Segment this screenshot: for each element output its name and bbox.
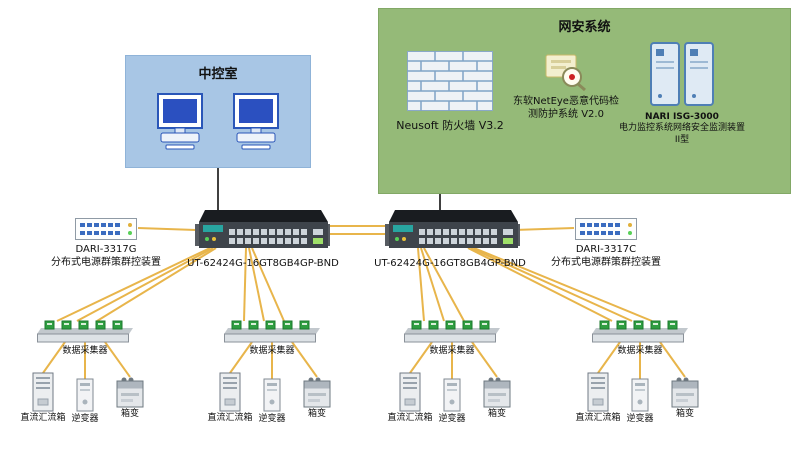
wire-switch2-collector3 — [417, 247, 465, 322]
collector-label: 数据采集器 — [617, 346, 663, 356]
data-collector-icon — [404, 320, 500, 344]
firewall-label: Neusoft 防火墙 V3.2 — [396, 119, 504, 132]
inverter-icon — [631, 378, 649, 412]
data-collector-icon — [37, 320, 133, 344]
combiner-label: 直流汇流箱 — [575, 413, 621, 423]
wire-switch1-collector2 — [243, 247, 285, 322]
inverter-label: 逆变器 — [71, 414, 99, 424]
wire-collector3-devices — [409, 341, 498, 379]
collector-label: 数据采集器 — [62, 346, 108, 356]
switch-1-label: UT-62424G-16GT8GB4GP-BND — [187, 258, 339, 269]
backbone-wires — [217, 166, 441, 212]
wire-collector4-devices — [597, 341, 686, 379]
transformer-label: 箱变 — [307, 409, 326, 419]
dc-combiner-icon — [399, 372, 421, 412]
nari-title: NARI ISG-3000 — [645, 112, 719, 122]
control-room-title: 中控室 — [198, 67, 238, 82]
collector-label: 数据采集器 — [429, 346, 475, 356]
transformer-label: 箱变 — [675, 409, 694, 419]
wire-switch2-dari-right — [513, 227, 575, 231]
inverter-icon — [76, 378, 94, 412]
wire-switch1-collector1 — [56, 247, 217, 322]
dari-controller-left-label: DARI-3317G 分布式电源群策群控装置 — [51, 244, 161, 268]
fiber-wires — [42, 225, 686, 379]
dc-combiner-icon — [32, 372, 54, 412]
data-collector-icon — [224, 320, 320, 344]
server-cabinets-icon — [649, 41, 715, 109]
inverter-label: 逆变器 — [438, 414, 466, 424]
wire-switch2-collector4 — [467, 247, 653, 322]
switch-1-icon — [195, 206, 330, 252]
collector-label: 数据采集器 — [249, 346, 295, 356]
firewall-brick-icon — [407, 51, 493, 111]
wire-collector1-devices — [42, 341, 131, 379]
inverter-label: 逆变器 — [258, 414, 286, 424]
inverter-icon — [443, 378, 461, 412]
nari-desc: 电力监控系统网络安全监测装置 II型 — [618, 123, 745, 145]
switch-2-icon — [385, 206, 520, 252]
computer-icon — [153, 92, 207, 152]
transformer-label: 箱变 — [120, 409, 139, 419]
dari-controller-right-icon — [575, 218, 637, 240]
transformer-icon — [483, 376, 511, 408]
dc-combiner-icon — [219, 372, 241, 412]
switch-2-label: UT-62424G-16GT8GB4GP-BND — [374, 258, 526, 269]
dc-combiner-icon — [587, 372, 609, 412]
transformer-label: 箱变 — [487, 409, 506, 419]
dari-controller-right-label: DARI-3317C 分布式电源群策群控装置 — [551, 244, 661, 268]
transformer-icon — [116, 376, 144, 408]
malware-scan-icon — [544, 53, 588, 91]
inverter-label: 逆变器 — [626, 414, 654, 424]
security-system-title: 网安系统 — [558, 20, 611, 35]
combiner-label: 直流汇流箱 — [387, 413, 433, 423]
wire-switch1-dari-left — [137, 227, 197, 231]
inverter-icon — [263, 378, 281, 412]
wire-collector2-devices — [229, 341, 318, 379]
security-system-panel: 网安系统 Neusoft 防火墙 V3.2 东软NetEye恶意代码检 测防护系… — [378, 8, 791, 194]
transformer-icon — [671, 376, 699, 408]
neteye-label: 东软NetEye恶意代码检 测防护系统 V2.0 — [513, 96, 619, 120]
control-room-panel: 中控室 — [125, 55, 311, 168]
transformer-icon — [303, 376, 331, 408]
dari-controller-left-icon — [75, 218, 137, 240]
combiner-label: 直流汇流箱 — [207, 413, 253, 423]
data-collector-icon — [592, 320, 688, 344]
computer-icon — [229, 92, 283, 152]
combiner-label: 直流汇流箱 — [20, 413, 66, 423]
